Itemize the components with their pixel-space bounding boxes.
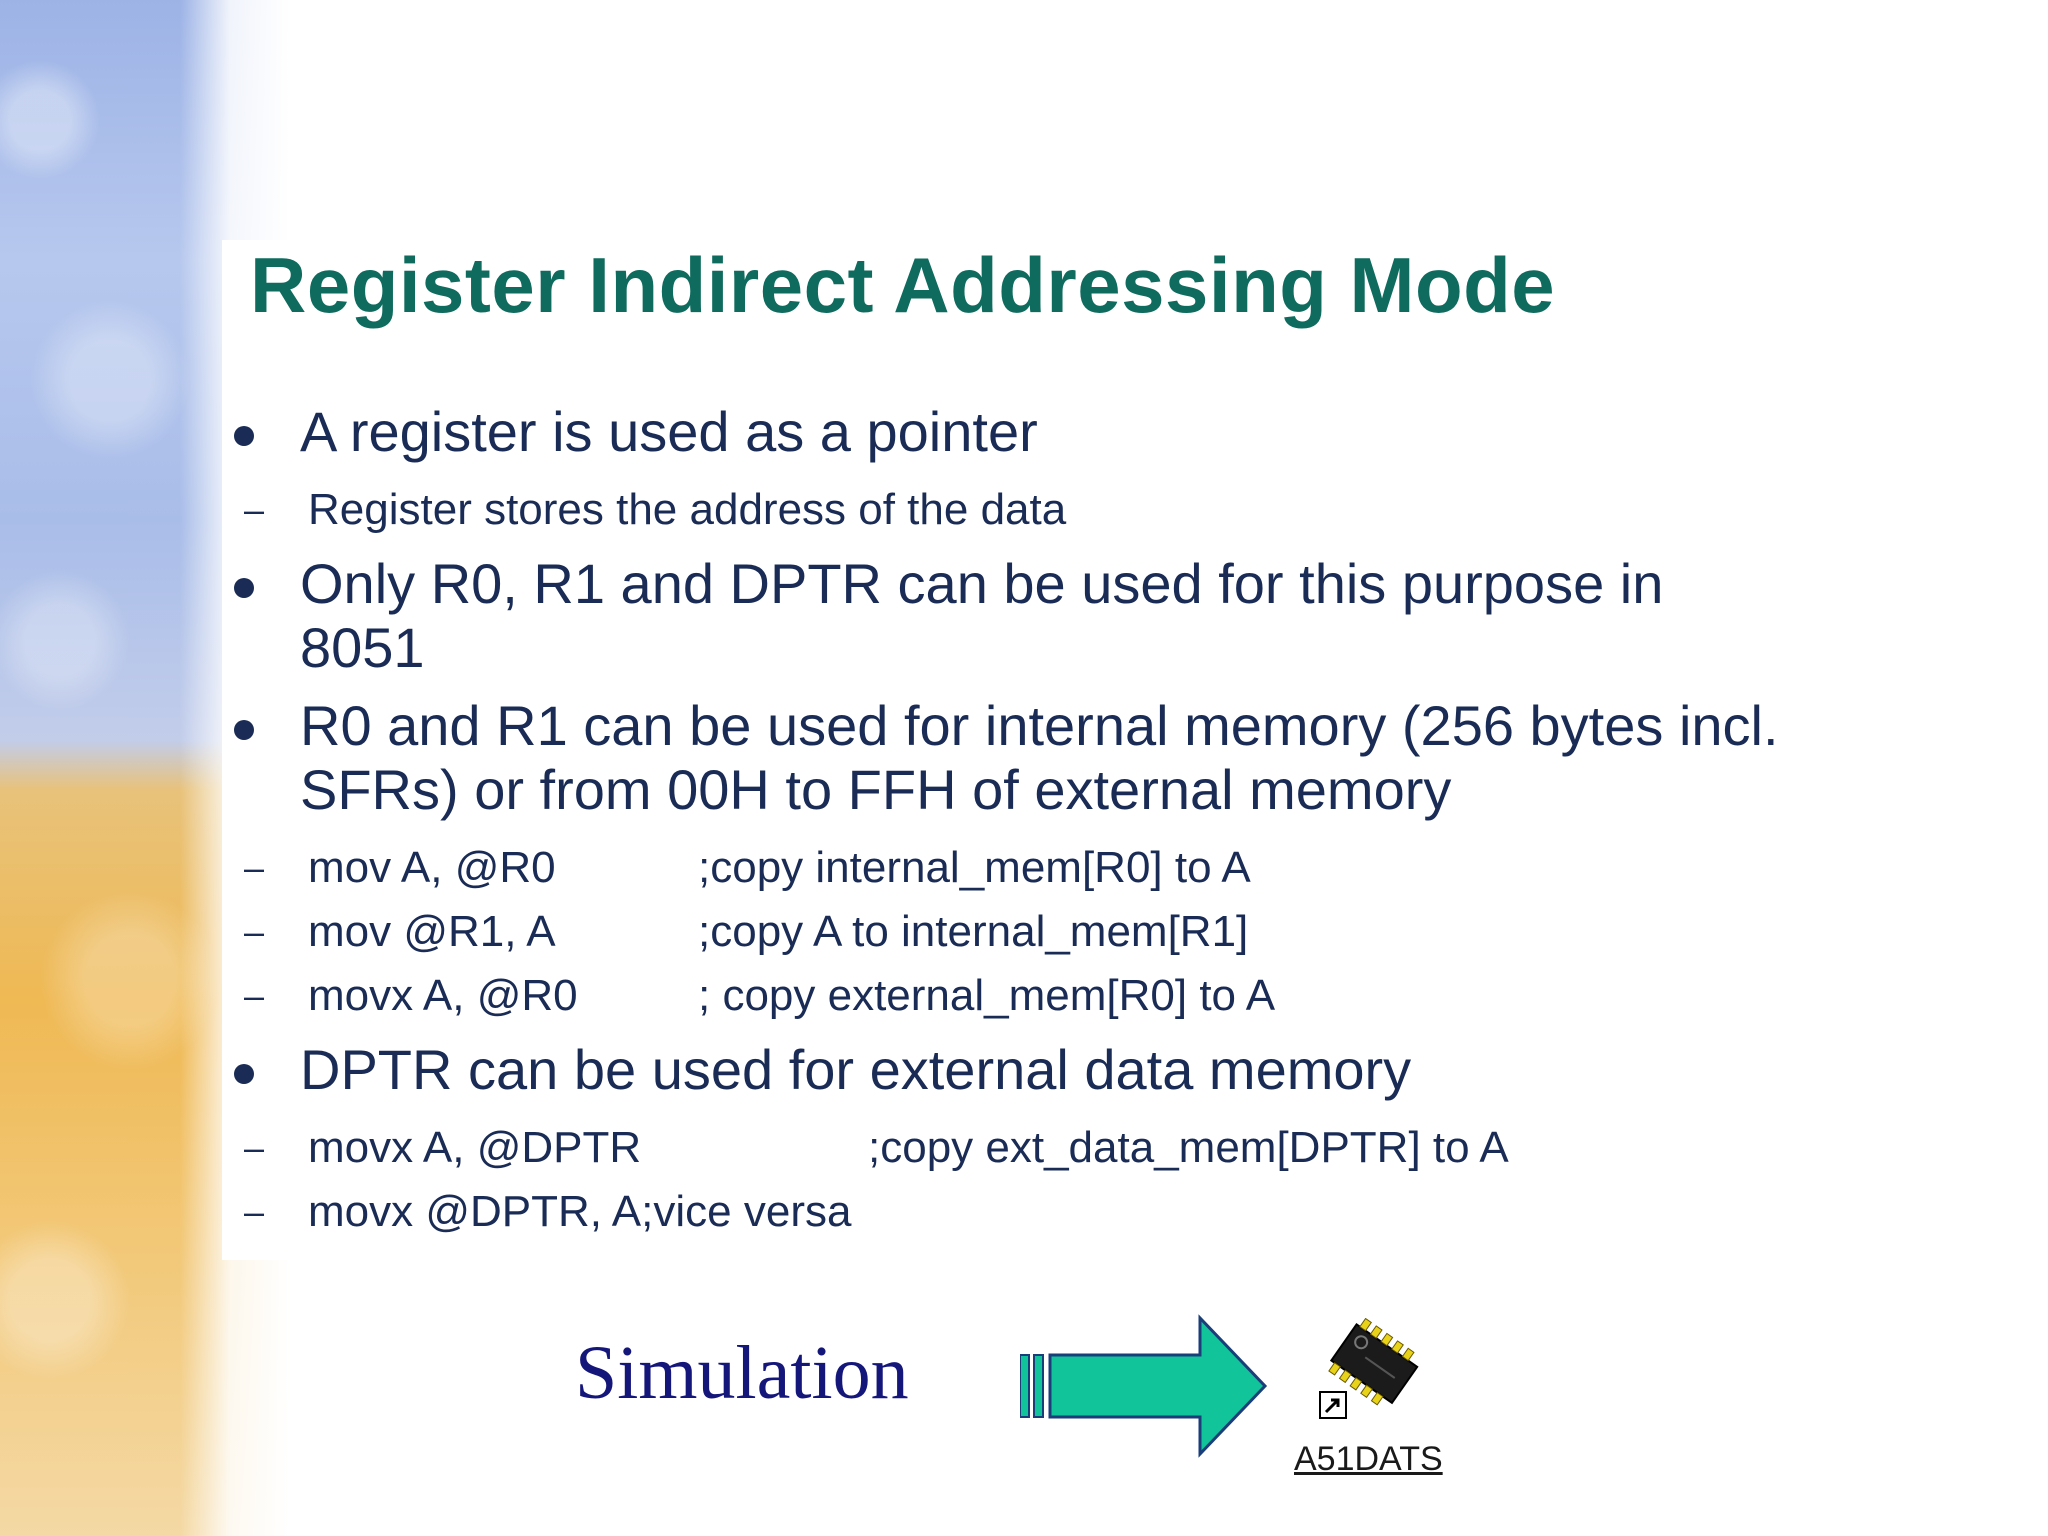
bullet-text: Only R0, R1 and DPTR can be used for thi… (300, 552, 1664, 679)
bullet-item: Only R0, R1 and DPTR can be used for thi… (230, 552, 1790, 680)
bullet-dot-icon (234, 1064, 254, 1084)
bullet-item: R0 and R1 can be used for internal memor… (230, 694, 1790, 822)
sub-item: – movx @DPTR, A;vice versa (230, 1180, 1790, 1244)
simulation-label: Simulation (575, 1331, 909, 1415)
sub-item: – movx A, @R0 ; copy external_mem[R0] to … (230, 964, 1790, 1028)
code-instruction: mov A, @R0 (308, 843, 556, 892)
code-comment: ;copy A to internal_mem[R1] (698, 907, 1249, 956)
dash-icon: – (244, 489, 265, 530)
sub-list-container: – mov A, @R0;copy internal_mem[R0] to A … (230, 836, 1790, 1028)
sub-list-container: – movx A, @DPTR ;copy ext_data_mem[DPTR] … (230, 1116, 1790, 1244)
sub-item: – mov A, @R0 ;copy internal_mem[R0] to A (230, 836, 1790, 900)
bullet-list: A register is used as a pointer – Regist… (230, 400, 1790, 1254)
sub-text: Register stores the address of the data (308, 485, 1067, 534)
dash-icon: – (244, 847, 265, 888)
dash-icon: – (244, 911, 265, 952)
sub-list: – movx A, @DPTR ;copy ext_data_mem[DPTR] … (230, 1116, 1790, 1244)
slide-title: Register Indirect Addressing Mode (250, 241, 1556, 329)
code-instruction: movx A, @R0 (308, 971, 578, 1020)
code-comment: ;copy internal_mem[R0] to A (698, 843, 1251, 892)
dash-icon: – (244, 1127, 265, 1168)
bullet-text: R0 and R1 can be used for internal memor… (300, 694, 1779, 821)
code-instruction: mov @R1, A (308, 907, 556, 956)
code-comment: ;copy ext_data_mem[DPTR] to A (868, 1123, 1509, 1172)
code-comment: ; copy external_mem[R0] to A (698, 971, 1276, 1020)
bullet-text: DPTR can be used for external data memor… (300, 1038, 1412, 1101)
sub-item: – movx A, @DPTR ;copy ext_data_mem[DPTR] … (230, 1116, 1790, 1180)
bullet-dot-icon (234, 720, 254, 740)
dash-icon: – (244, 1191, 265, 1232)
app-icon-label[interactable]: A51DATS (1294, 1440, 1443, 1478)
chip-icon[interactable] (1310, 1318, 1430, 1428)
code-comment: ;vice versa (641, 1187, 852, 1236)
bullet-text: A register is used as a pointer (300, 400, 1038, 463)
dash-icon: – (244, 975, 265, 1016)
code-instruction: movx @DPTR, A (308, 1187, 642, 1236)
bullet-dot-icon (234, 578, 254, 598)
arrow-right-icon (1020, 1314, 1268, 1458)
code-instruction: movx A, @DPTR (308, 1123, 642, 1172)
sub-list-container: – Register stores the address of the dat… (230, 478, 1790, 542)
content-area (222, 240, 1822, 1260)
sub-list: – Register stores the address of the dat… (230, 478, 1790, 542)
bullet-item: A register is used as a pointer (230, 400, 1790, 464)
bullet-dot-icon (234, 426, 254, 446)
shortcut-icon (1319, 1391, 1347, 1419)
sub-item: – mov @R1, A ;copy A to internal_mem[R1] (230, 900, 1790, 964)
bullet-item: DPTR can be used for external data memor… (230, 1038, 1790, 1102)
sub-item: – Register stores the address of the dat… (230, 478, 1790, 542)
sub-list: – mov A, @R0;copy internal_mem[R0] to A … (230, 836, 1790, 1028)
